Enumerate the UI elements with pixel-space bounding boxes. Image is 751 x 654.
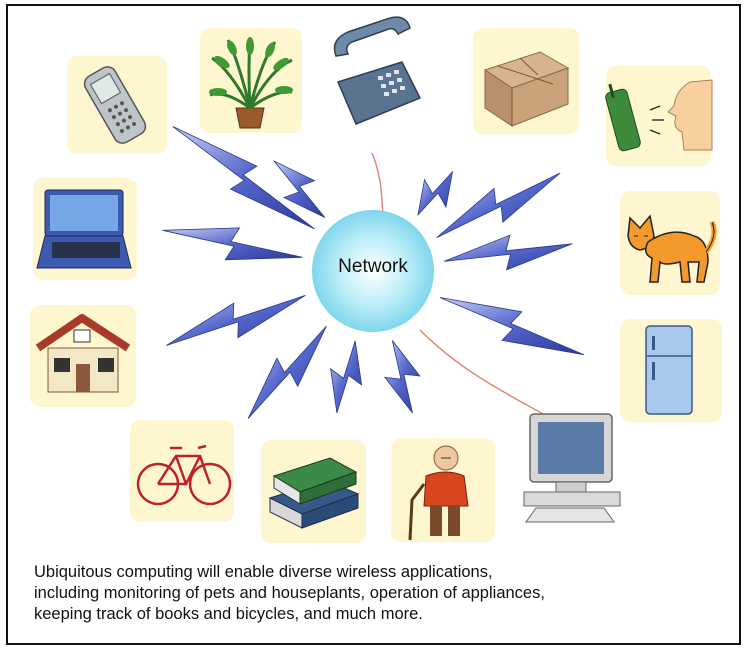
desk-telephone-node	[333, 16, 422, 125]
houseplant-icon	[209, 37, 293, 129]
computer-wire	[419, 329, 546, 416]
network-label: Network	[338, 256, 408, 277]
cell-phone-icon	[83, 66, 147, 144]
elderly-person-node	[391, 438, 495, 542]
lightning-bolt	[436, 172, 561, 238]
house-node	[30, 305, 136, 407]
caption-text: Ubiquitous computing will enable diverse…	[34, 563, 545, 623]
cat-icon	[627, 214, 717, 283]
cordless-phone-node	[605, 66, 713, 166]
network-hub	[312, 210, 434, 332]
lightning-bolt	[439, 297, 585, 356]
elderly-person-icon	[408, 445, 469, 541]
lightning-bolt	[166, 295, 306, 346]
lightning-bolt	[444, 234, 573, 271]
refrigerator-node	[620, 319, 722, 422]
lightning-bolt	[417, 170, 454, 217]
bicycle-node	[130, 420, 234, 522]
lightning-bolt	[172, 126, 315, 230]
lightning-bolt	[273, 160, 326, 218]
lightning-bolt	[384, 340, 421, 414]
wireless-bolts	[162, 126, 585, 419]
house-icon	[35, 314, 131, 393]
desktop-computer-icon	[523, 413, 621, 523]
bicycle-icon	[136, 444, 232, 506]
books-node	[261, 440, 366, 543]
refrigerator-icon	[645, 325, 693, 415]
laptop-icon	[36, 189, 132, 269]
desk-telephone-icon	[333, 16, 422, 125]
cordless-phone-icon	[605, 79, 713, 152]
package-icon	[483, 51, 570, 127]
cat-node	[620, 191, 720, 295]
lightning-bolt	[247, 325, 327, 419]
package-node	[473, 28, 579, 134]
laptop-node	[33, 178, 137, 280]
cell-phone-node	[67, 56, 167, 154]
lightning-bolt	[330, 340, 363, 414]
houseplant-node	[200, 28, 302, 133]
books-icon	[268, 457, 360, 529]
lightning-bolt	[162, 227, 303, 261]
desktop-computer-node	[523, 413, 621, 523]
